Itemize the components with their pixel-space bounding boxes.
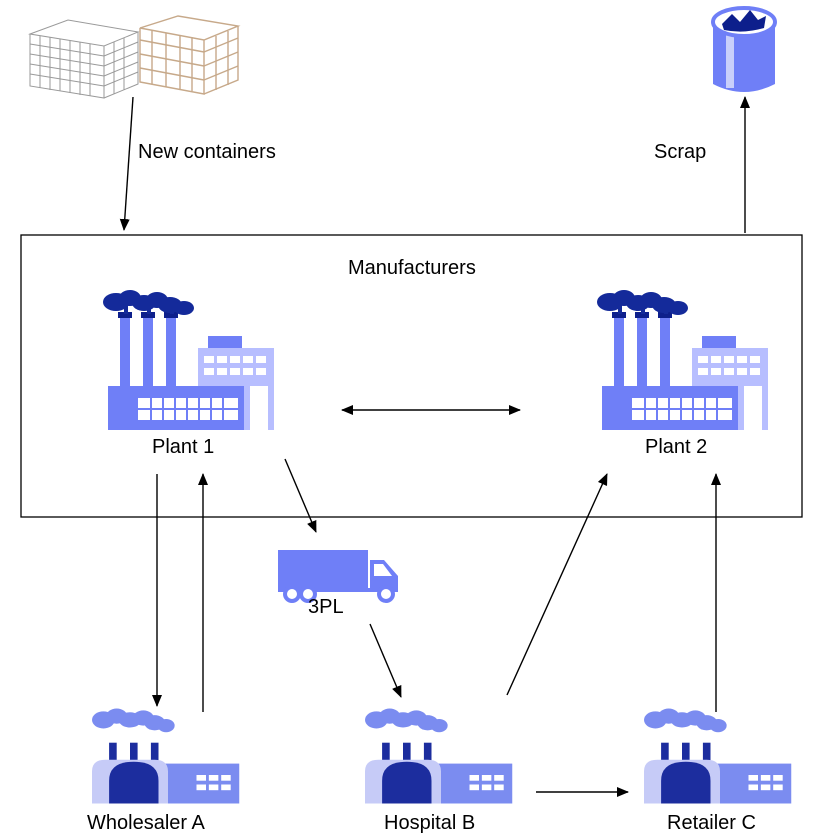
label-retailer-c: Retailer C [667, 812, 756, 834]
factory-icon-plant2 [597, 290, 768, 430]
arrow-plant1-to-3pl [284, 458, 317, 533]
label-plant2: Plant 2 [645, 436, 708, 458]
small-factory-icon-hospital [365, 708, 513, 804]
label-hospital-b: Hospital B [384, 812, 476, 834]
small-factory-icon-retailer [644, 708, 792, 804]
small-factory-icon-wholesaler [92, 708, 240, 804]
wire-mesh-containers-icon [28, 15, 241, 99]
label-scrap: Scrap [654, 141, 707, 163]
label-manufacturers: Manufacturers [348, 257, 476, 279]
scrap-bin-icon [711, 6, 777, 92]
label-wholesaler-a: Wholesaler A [87, 812, 205, 834]
label-new-containers: New containers [138, 141, 276, 163]
arrow-3pl-to-hospital [369, 623, 402, 698]
manufacturers-box [20, 234, 803, 518]
label-3pl: 3PL [308, 596, 344, 618]
factory-icon-plant1 [103, 290, 274, 430]
arrow-hospital-to-plant2 [506, 473, 608, 696]
arrow-new-containers [119, 96, 134, 231]
truck-icon [278, 550, 398, 603]
label-plant1: Plant 1 [152, 436, 215, 458]
